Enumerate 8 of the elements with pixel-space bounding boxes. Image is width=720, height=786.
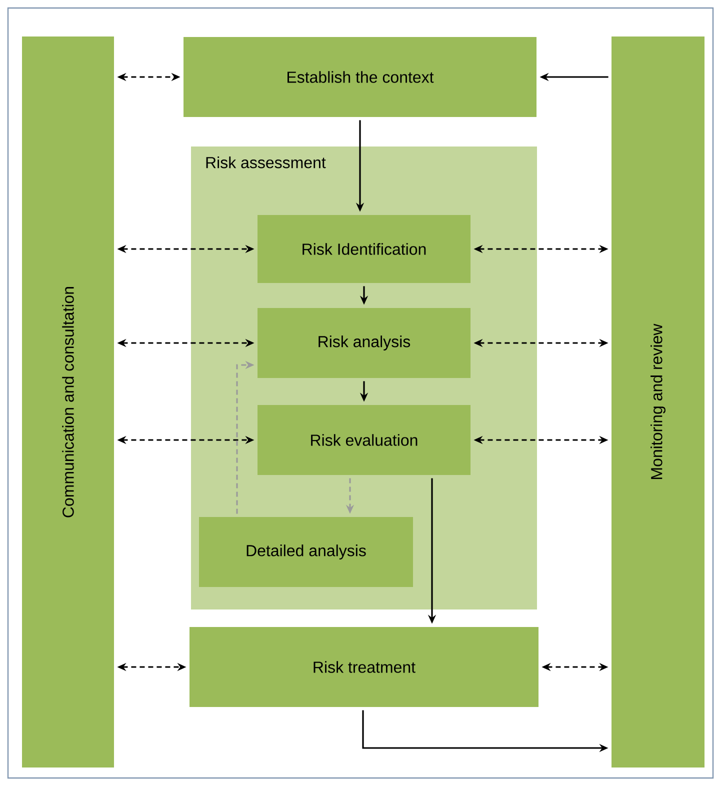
process-box: Risk evaluation (258, 405, 470, 475)
process-box: Risk analysis (258, 308, 470, 378)
side-bar: Communication and consultation (22, 36, 114, 768)
process-box: Establish the context (184, 37, 536, 117)
side-bar: Monitoring and review (612, 36, 704, 768)
process-box: Risk Identification (258, 215, 470, 283)
process-box: Risk treatment (190, 627, 538, 707)
process-box: Detailed analysis (199, 517, 413, 587)
